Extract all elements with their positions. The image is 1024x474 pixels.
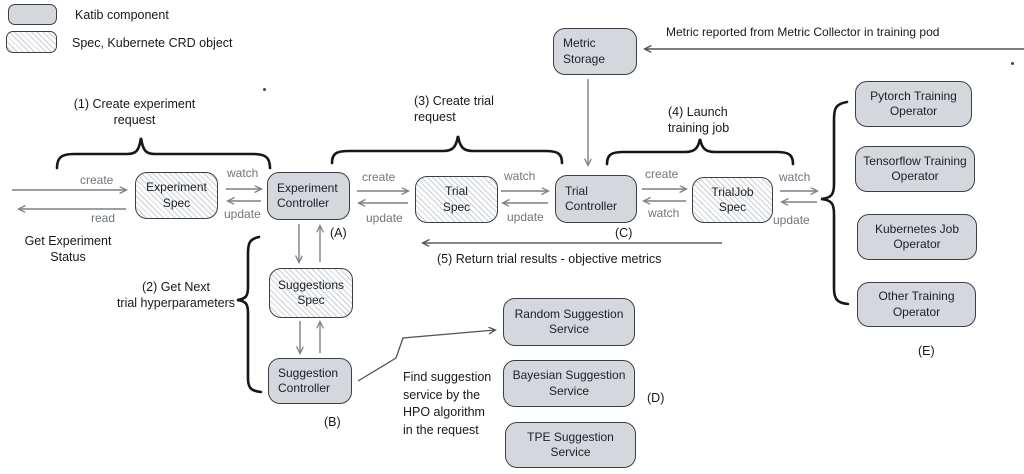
node-trial-spec: Trial Spec (415, 176, 498, 223)
annotation-step3: (3) Create trial request (414, 94, 494, 124)
edge-label-create-trialjob: create (645, 167, 679, 181)
ref-label-d: (D) (647, 391, 665, 405)
annotation-step1: (1) Create experiment request (73, 97, 196, 127)
edge-label-update-trialspec: update (366, 211, 403, 225)
ref-label-e: (E) (918, 344, 935, 358)
node-metric-storage: Metric Storage (553, 28, 637, 75)
node-trialjob-spec: TrialJob Spec (692, 177, 773, 223)
brace-step3 (330, 135, 564, 165)
annotation-step5: (5) Return trial results - objective met… (437, 252, 662, 266)
ref-label-c: (C) (615, 226, 633, 240)
brace-operators (820, 100, 850, 306)
node-trial-controller: Trial Controller (555, 175, 637, 223)
node-suggestions-spec: Suggestions Spec (269, 268, 353, 318)
node-other-training-operator: Other Training Operator (857, 282, 976, 327)
node-tpe-suggestion-service: TPE Suggestion Service (505, 422, 636, 468)
node-pytorch-training-operator: Pytorch Training Operator (855, 81, 972, 127)
legend-swatch-katib-component (8, 4, 57, 25)
node-random-suggestion-service: Random Suggestion Service (503, 298, 635, 346)
brace-step2 (236, 235, 263, 394)
brace-step4 (605, 138, 795, 166)
brace-step1 (55, 137, 272, 170)
edge-label-read: read (91, 211, 116, 225)
edge-label-watch-operators: watch (779, 170, 811, 184)
annotation-step2: (2) Get Next trial hyperparameters (116, 280, 236, 310)
edge-label-update-expspec: update (224, 207, 261, 221)
edge-label-create-left: create (80, 173, 114, 187)
node-experiment-spec: Experiment Spec (135, 172, 218, 219)
stray-dot (1011, 62, 1014, 65)
edge-label-update-trialctrl: update (507, 210, 544, 224)
edge-label-update-operators: update (773, 213, 810, 227)
annotation-metric-note: Metric reported from Metric Collector in… (666, 25, 940, 39)
edge-label-watch-trialjob: watch (648, 206, 680, 220)
edge-label-watch-trialctrl: watch (504, 169, 536, 183)
legend-label-spec: Spec, Kubernete CRD object (72, 36, 233, 50)
annotation-find-note: Find suggestion service by the HPO algor… (403, 370, 492, 437)
node-kubernetes-job-operator: Kubernetes Job Operator (857, 214, 977, 260)
ref-label-b: (B) (324, 415, 341, 429)
annotation-get-status: Get Experiment Status (24, 234, 112, 264)
edge-label-create-trialspec: create (362, 170, 396, 184)
node-bayesian-suggestion-service: Bayesian Suggestion Service (503, 360, 635, 407)
arrow-find-suggestion-service (357, 330, 495, 382)
stray-dot (263, 88, 266, 91)
legend-swatch-spec-crd (6, 31, 57, 53)
annotation-step4: (4) Launch training job (668, 105, 730, 135)
node-tensorflow-training-operator: Tensorflow Training Operator (855, 146, 975, 192)
legend-label-katib: Katib component (75, 8, 169, 22)
ref-label-a: (A) (330, 226, 347, 240)
edge-label-watch-expspec: watch (227, 166, 259, 180)
node-suggestion-controller: Suggestion Controller (268, 358, 352, 404)
node-experiment-controller: Experiment Controller (267, 172, 350, 220)
